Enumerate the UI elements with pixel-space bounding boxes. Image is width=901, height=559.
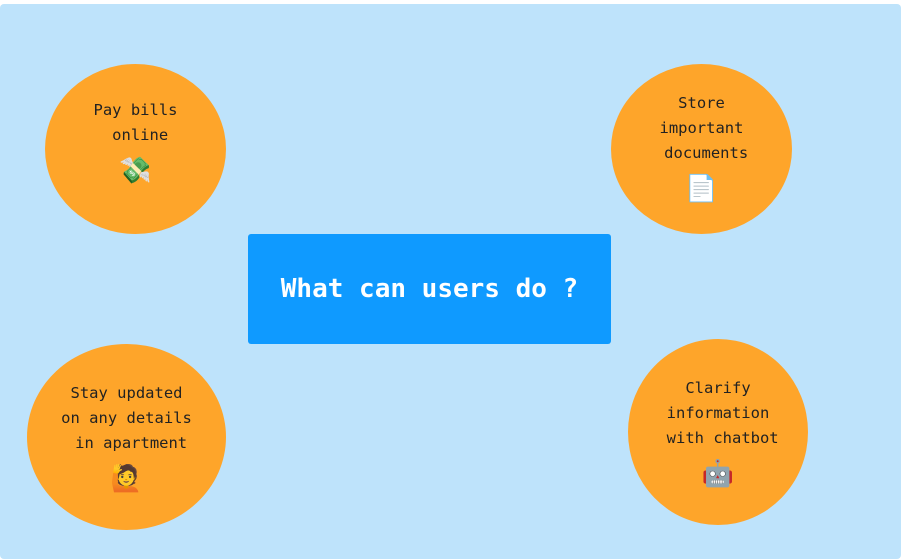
bubble-text: Clarify information with chatbot	[666, 378, 779, 447]
bubble-text: Store important documents	[659, 93, 749, 162]
document-icon: 📄	[685, 173, 718, 204]
bubble-chatbot: Clarify information with chatbot 🤖	[628, 339, 808, 525]
central-topic-title: What can users do ?	[280, 274, 579, 304]
money-with-wings-icon: 💸	[119, 156, 152, 186]
bubble-text: Pay bills online	[93, 101, 178, 144]
bubble-store-documents: Store important documents 📄	[611, 64, 792, 234]
diagram-canvas: What can users do ? Pay bills online 💸 S…	[0, 4, 901, 559]
bubble-stay-updated: Stay updated on any details in apartment…	[27, 344, 226, 530]
bubble-pay-bills: Pay bills online 💸	[45, 64, 226, 234]
person-raising-hand-icon: 🙋	[110, 463, 143, 494]
bubble-text: Stay updated on any details in apartment	[61, 383, 192, 452]
central-topic-box: What can users do ?	[248, 234, 611, 344]
robot-icon: 🤖	[701, 458, 735, 489]
